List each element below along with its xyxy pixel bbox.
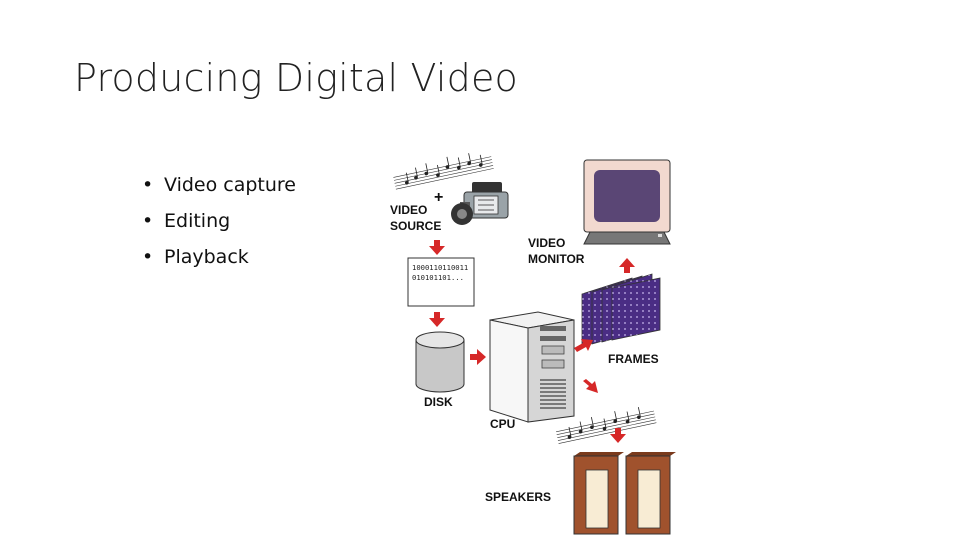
speaker-icon	[625, 452, 676, 535]
bullet-text: Editing	[164, 210, 231, 232]
plus-sign: +	[434, 189, 443, 206]
bullet-text: Playback	[164, 246, 249, 268]
video-production-diagram: + VIDEO SOURCE 1000110110011 010101101..…	[390, 153, 676, 535]
video-source-label: VIDEO	[390, 203, 427, 217]
speakers-label: SPEAKERS	[485, 490, 551, 504]
slide-title: Producing Digital Video	[74, 56, 518, 100]
video-monitor-label: VIDEO	[528, 236, 565, 250]
arrow-icon	[429, 240, 445, 255]
film-frames-icon	[581, 273, 661, 347]
arrow-icon	[470, 349, 486, 365]
arrow-icon	[619, 258, 635, 273]
monitor-icon	[583, 159, 671, 245]
cpu-label: CPU	[490, 417, 515, 431]
bullet-item: •Video capture	[142, 174, 296, 196]
camcorder-icon	[451, 182, 509, 225]
cpu-tower-icon	[489, 311, 575, 423]
bullet-item: •Editing	[142, 210, 231, 232]
frames-label: FRAMES	[608, 352, 659, 366]
binary-card	[407, 257, 475, 307]
disk-label: DISK	[424, 395, 453, 409]
video-source-label: SOURCE	[390, 219, 441, 233]
speaker-icon	[573, 452, 624, 535]
music-notes-icon	[393, 153, 494, 190]
binary-data-text: 010101101...	[412, 273, 464, 282]
bullet-text: Video capture	[164, 174, 296, 196]
disk-icon	[415, 331, 465, 393]
bullet-item: •Playback	[142, 246, 249, 268]
arrow-icon	[610, 428, 626, 443]
arrow-icon	[574, 339, 593, 352]
video-monitor-label: MONITOR	[528, 252, 585, 266]
music-notes-icon	[556, 407, 657, 444]
arrow-icon	[429, 312, 445, 327]
binary-data-text: 1000110110011	[412, 263, 468, 272]
arrow-icon	[583, 379, 598, 393]
bullet-list: •Video capture •Editing •Playback	[142, 170, 296, 278]
